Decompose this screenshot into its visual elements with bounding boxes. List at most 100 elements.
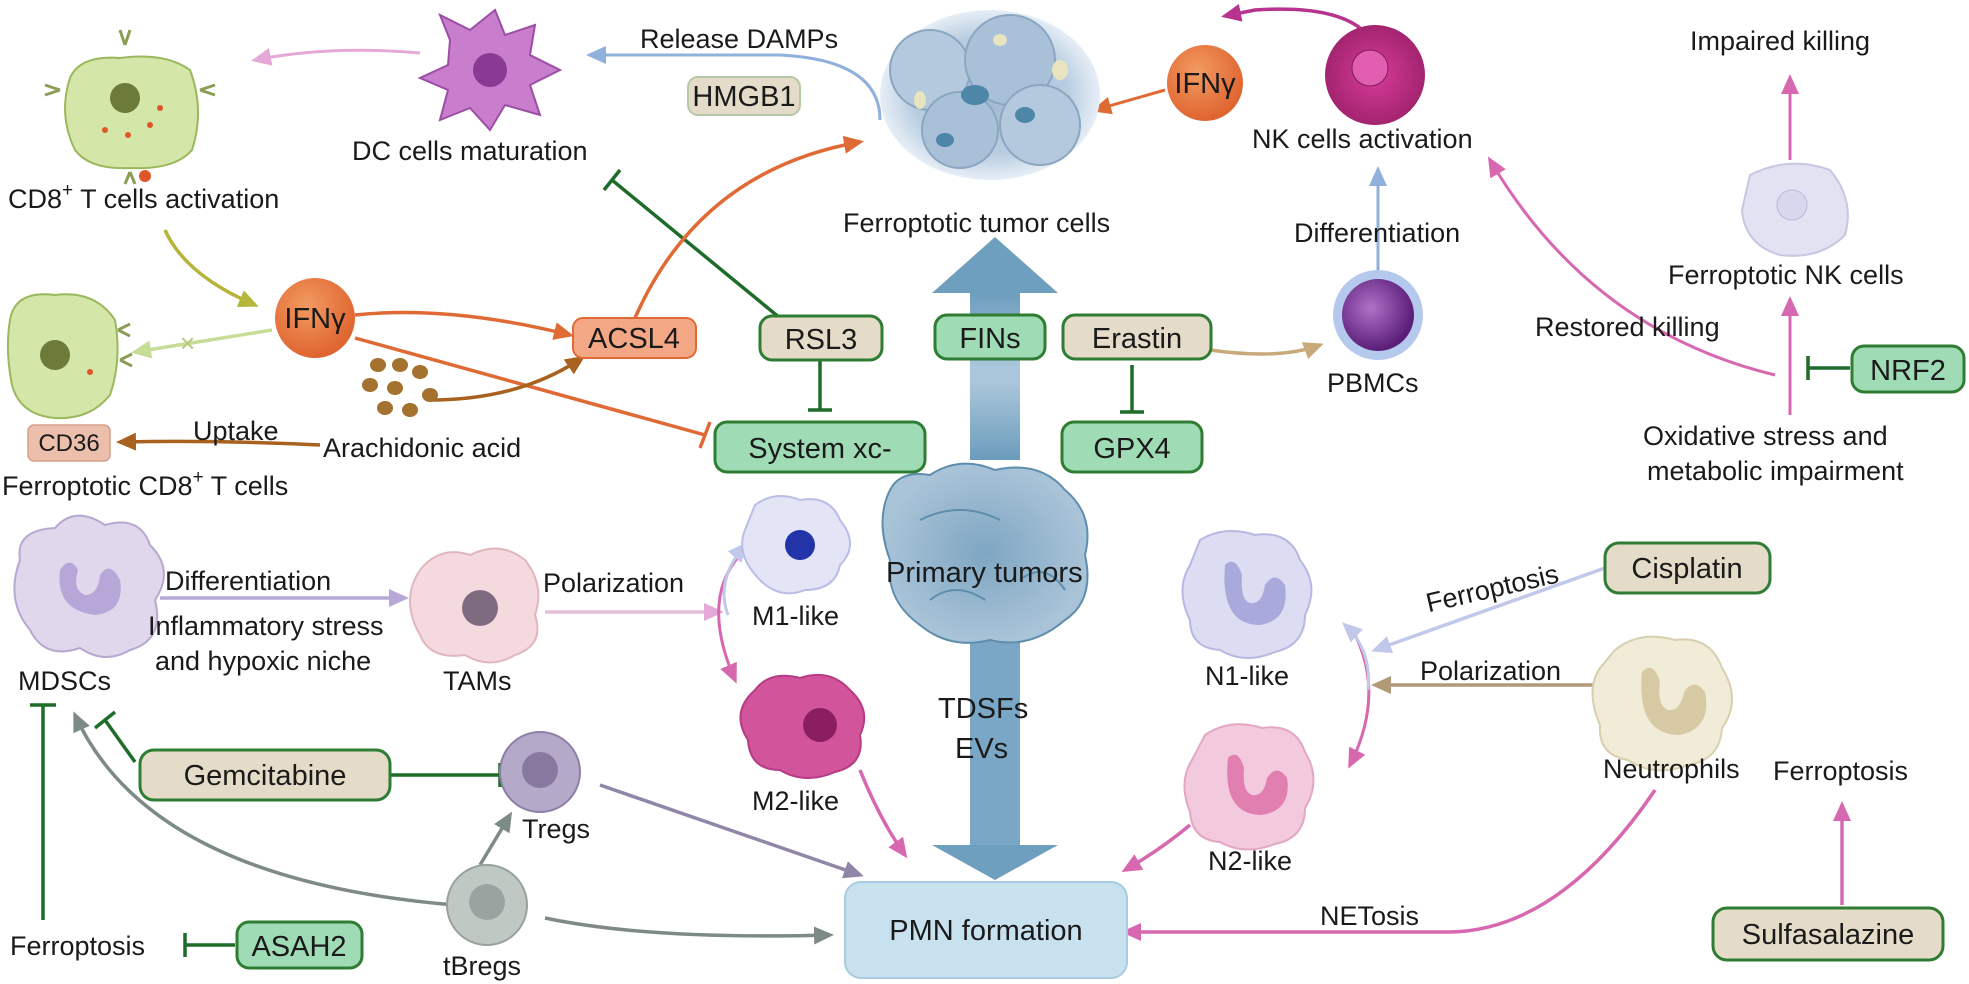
metabolic-impairment-label: metabolic impairment <box>1647 456 1904 486</box>
nk-activation-label: NK cells activation <box>1252 124 1473 154</box>
cisplatin-box: Cisplatin <box>1603 541 1772 595</box>
ferroptosis-sulfasalazine-label: Ferroptosis <box>1773 756 1908 786</box>
restored-killing-label: Restored killing <box>1535 312 1720 342</box>
arrow-tbregs-to-pmn <box>544 916 834 945</box>
netosis-label: NETosis <box>1320 901 1419 931</box>
system-xc-box: System xc- <box>713 420 927 474</box>
ferroptotic-nk-label: Ferroptotic NK cells <box>1668 260 1904 290</box>
arrow-aa-to-acsl4 <box>429 355 586 402</box>
arrow-ifny-to-tumor <box>1091 88 1166 115</box>
pmn-formation-box: PMN formation <box>844 881 1128 979</box>
arrow-restored-killing <box>1487 156 1776 377</box>
uptake-label: Uptake <box>193 416 279 446</box>
tdsfs-label: TDSFs <box>938 693 1028 725</box>
ifny-left-label: IFNγ <box>284 303 346 335</box>
ferroptotic-tumor-label: Ferroptotic tumor cells <box>843 208 1110 238</box>
inhibit-gemcitabine-mdsc <box>93 710 137 764</box>
arrow-ifny-to-acsl4 <box>354 310 574 340</box>
asah2-label: ASAH2 <box>251 931 346 963</box>
m2-like-cell <box>739 674 866 779</box>
cd8-t-cell <box>44 29 216 185</box>
acsl4-label: ACSL4 <box>588 323 680 355</box>
inhibit-nrf2 <box>1806 356 1850 380</box>
cd36-label: CD36 <box>38 430 99 457</box>
n2-like-label: N2-like <box>1208 846 1292 876</box>
arrow-nk-to-ifny <box>1221 4 1362 30</box>
treg-cell <box>499 731 581 813</box>
n1-like-label: N1-like <box>1205 661 1289 691</box>
arachidonic-acid-label: Arachidonic acid <box>323 433 521 463</box>
tbregs-label: tBregs <box>443 951 521 981</box>
arrow-netosis-to-pmn <box>1121 789 1657 941</box>
arrow-dc-to-cd8 <box>251 48 421 66</box>
arrow-cisplatin-to-n1 <box>1371 566 1606 654</box>
inhibit-rsl3-dc <box>602 168 782 320</box>
ferroptotic-cd8-cell <box>6 293 133 420</box>
neutrophil-cell <box>1591 635 1733 772</box>
ifny-left-circle: IFNγ <box>275 278 355 358</box>
cd36-box: CD36 <box>27 424 111 462</box>
cisplatin-label: Cisplatin <box>1631 553 1742 585</box>
arrow-ifny-to-ferroptotic-cd8 <box>131 328 273 359</box>
tbreg-cell <box>446 864 528 946</box>
asah2-box: ASAH2 <box>235 920 364 970</box>
inhibit-ferroptosis-mdsc <box>30 703 56 920</box>
ferroptosis-left-label: Ferroptosis <box>10 931 145 961</box>
arrow-m2-to-pmn <box>858 769 908 859</box>
ferroptotic-nk-cell <box>1740 162 1849 257</box>
n1-like-cell <box>1181 530 1313 659</box>
sulfasalazine-label: Sulfasalazine <box>1742 919 1915 951</box>
system-xc-label: System xc- <box>748 433 891 465</box>
inhibit-gemcitabine-tregs <box>390 763 502 787</box>
evs-label: EVs <box>955 733 1008 765</box>
pmn-formation-label: PMN formation <box>889 915 1082 947</box>
hmgb1-label: HMGB1 <box>692 81 795 113</box>
differentiation-mdsc-label: Differentiation <box>165 566 331 596</box>
arachidonic-acid-dots <box>362 358 438 417</box>
inhibit-rsl3-systemxc <box>808 360 832 412</box>
polarization-neutrophil-label: Polarization <box>1420 656 1561 686</box>
arrow-damps-to-dc <box>586 46 882 121</box>
fins-box: FINs <box>933 313 1047 361</box>
dc-maturation-label: DC cells maturation <box>352 136 588 166</box>
tregs-label: Tregs <box>522 814 590 844</box>
cd8-activation-label: CD8+ T cells activation <box>8 180 279 214</box>
arrow-tregs-to-pmn <box>599 783 864 879</box>
ferroptotic-tumor-cells <box>880 10 1100 180</box>
pbmcs-label: PBMCs <box>1327 368 1419 398</box>
primary-tumors <box>881 462 1089 644</box>
gpx4-box: GPX4 <box>1060 420 1204 474</box>
dc-cell <box>417 8 563 132</box>
erastin-label: Erastin <box>1092 323 1182 355</box>
blocked-mark: × <box>180 328 195 358</box>
nrf2-label: NRF2 <box>1870 355 1946 387</box>
arrow-tbregs-to-mdsc <box>73 711 456 907</box>
erastin-box: Erastin <box>1061 313 1213 361</box>
rsl3-label: RSL3 <box>785 324 858 356</box>
polarization-tam-label: Polarization <box>543 568 684 598</box>
neutrophils-label: Neutrophils <box>1603 754 1740 784</box>
release-damps-label: Release DAMPs <box>640 24 838 54</box>
hypoxic-niche-label: and hypoxic niche <box>155 646 371 676</box>
inflammatory-stress-label: Inflammatory stress <box>148 611 384 641</box>
pbmc-cell <box>1333 270 1423 360</box>
rsl3-box: RSL3 <box>758 314 884 362</box>
inhibit-erastin-gpx4 <box>1120 365 1144 414</box>
arrow-n2-n1 <box>1342 622 1371 691</box>
arrow-tbregs-to-tregs <box>478 811 513 866</box>
gemcitabine-label: Gemcitabine <box>184 760 347 792</box>
gpx4-label: GPX4 <box>1093 433 1170 465</box>
sulfasalazine-box: Sulfasalazine <box>1711 906 1945 962</box>
gemcitabine-box: Gemcitabine <box>138 748 392 802</box>
n2-like-cell <box>1183 723 1315 851</box>
inhibit-ifny-systemxc <box>354 336 712 449</box>
impaired-killing-label: Impaired killing <box>1690 26 1870 56</box>
m1-like-label: M1-like <box>752 601 839 631</box>
hmgb1-box: HMGB1 <box>687 76 801 116</box>
arrow-acsl4-to-tumor <box>633 135 864 319</box>
ifny-top-label: IFNγ <box>1174 68 1236 100</box>
tams-label: TAMs <box>443 666 512 696</box>
tdsfs-down-arrow <box>932 610 1058 880</box>
m1-like-cell <box>741 495 851 595</box>
arrow-m2-m1 <box>722 541 748 616</box>
